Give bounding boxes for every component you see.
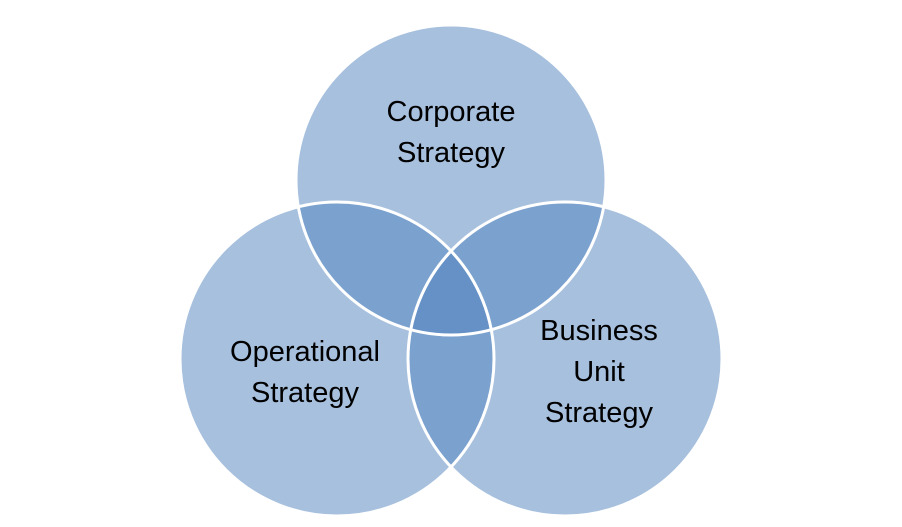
circle-outline-operational (178, 200, 496, 518)
label-line: Operational (230, 336, 380, 368)
label-corporate-strategy: Corporate Strategy (351, 92, 551, 174)
label-line: Strategy (251, 377, 359, 409)
label-line: Unit (573, 356, 625, 388)
label-business-unit-strategy: Business Unit Strategy (499, 311, 699, 434)
label-operational-strategy: Operational Strategy (195, 332, 415, 414)
label-line: Strategy (397, 137, 505, 169)
circle-outline-corporate (294, 23, 608, 337)
circle-operational-strategy (180, 202, 494, 516)
label-line: Business (540, 315, 658, 347)
circle-outline-business-unit (406, 200, 724, 518)
circle-business-unit-strategy (408, 202, 722, 516)
label-line: Corporate (386, 96, 516, 128)
label-line: Strategy (545, 397, 653, 429)
